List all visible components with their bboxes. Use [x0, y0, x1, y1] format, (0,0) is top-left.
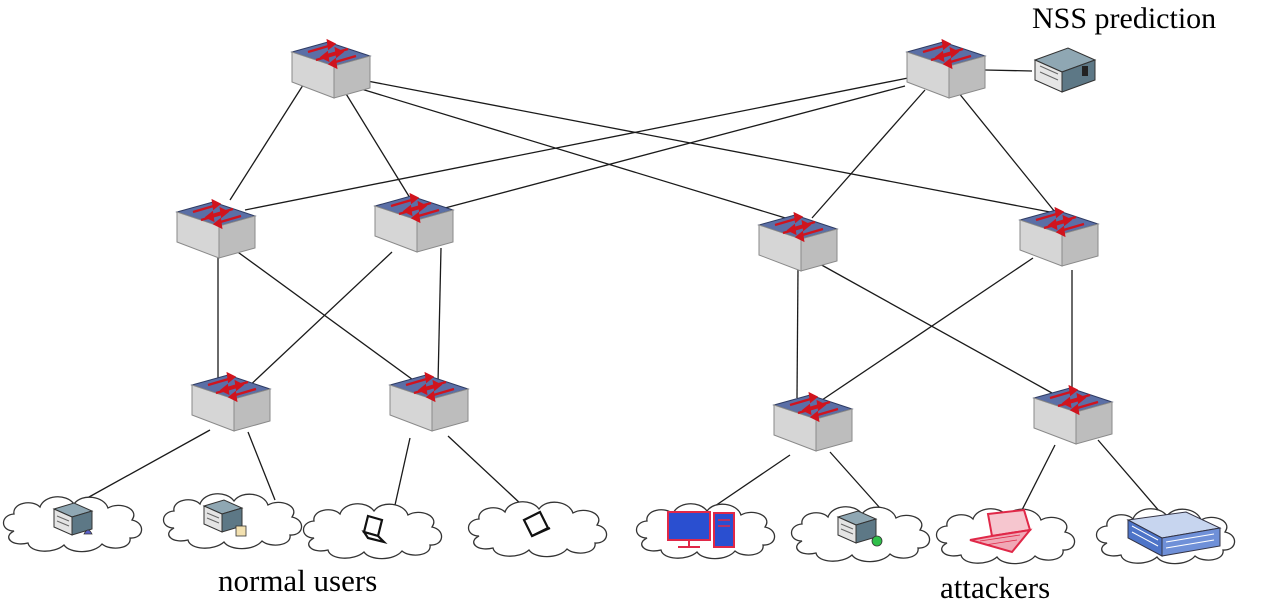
edge-switch-2	[388, 372, 470, 433]
edge-switch-3	[772, 392, 854, 453]
rack-server-icon	[1126, 511, 1222, 557]
desktop-pc-icon	[667, 511, 735, 548]
nss-prediction-label: NSS prediction	[1032, 2, 1217, 35]
edge-switch-1	[190, 372, 272, 433]
host-cloud-3	[302, 503, 443, 560]
nss-prediction-server-icon	[1033, 47, 1097, 93]
laptop-icon	[522, 510, 551, 538]
host-cloud-6	[790, 506, 931, 563]
agg-switch-2	[373, 193, 455, 254]
host-cloud-8	[1095, 508, 1236, 565]
core-switch-right	[905, 39, 987, 100]
host-cloud-4	[467, 501, 608, 558]
host-cloud-1	[2, 496, 143, 553]
host-cloud-7	[935, 508, 1076, 565]
laptop-icon	[969, 508, 1033, 554]
normal-users-label: normal users	[218, 563, 378, 598]
attackers-label: attackers	[940, 570, 1051, 603]
edge-switch-4	[1032, 385, 1114, 446]
links	[79, 69, 1161, 513]
core-switch-left	[290, 39, 372, 100]
agg-switch-4	[1018, 207, 1100, 268]
host-cloud-5	[635, 503, 776, 560]
agg-switch-3	[757, 212, 839, 273]
host-cloud-2	[162, 493, 303, 550]
agg-switch-1	[175, 199, 257, 260]
